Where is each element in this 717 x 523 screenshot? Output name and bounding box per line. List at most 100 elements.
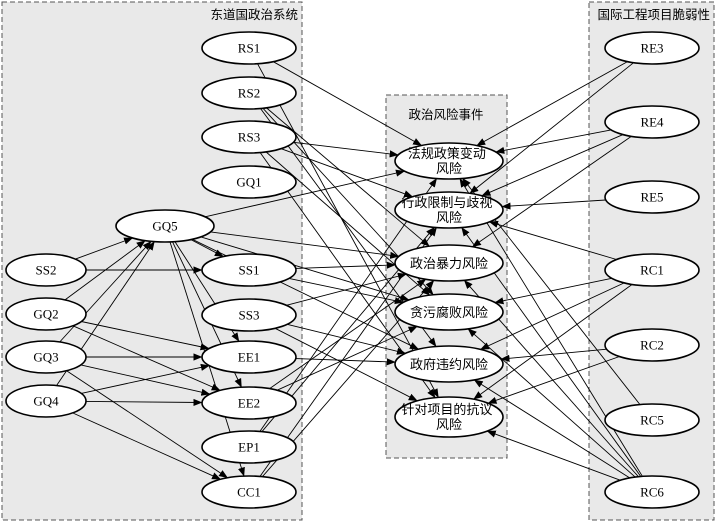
node-CC1: CC1 bbox=[201, 475, 297, 509]
edge-SS1-to-r4 bbox=[288, 277, 404, 305]
node-RS3: RS3 bbox=[201, 120, 297, 154]
edge-RC6-to-r4 bbox=[467, 328, 636, 478]
node-RC2: RC2 bbox=[604, 328, 700, 362]
node-RC5-label: RC5 bbox=[640, 413, 664, 428]
edge-RE3-to-r2 bbox=[469, 62, 634, 194]
node-RC6-label: RC6 bbox=[640, 485, 664, 500]
node-EE2: EE2 bbox=[201, 386, 297, 420]
node-SS3: SS3 bbox=[201, 298, 297, 332]
risk-node-government-default: 政府违约风险 bbox=[394, 345, 504, 383]
edge-RS1-to-r6 bbox=[257, 63, 439, 398]
risk-project-protest-line2: 风险 bbox=[436, 418, 462, 433]
node-RE3: RE3 bbox=[604, 31, 700, 65]
node-RS2: RS2 bbox=[201, 76, 297, 110]
node-GQ5: GQ5 bbox=[115, 209, 215, 243]
edge-RE4-to-r3 bbox=[472, 136, 632, 248]
edge-GQ4-to-CC1 bbox=[72, 412, 222, 480]
risk-node-project-protest: 针对项目的抗议 风险 bbox=[394, 396, 504, 438]
node-RC2-label: RC2 bbox=[640, 338, 664, 353]
node-RC1-label: RC1 bbox=[640, 263, 664, 278]
edge-GQ5-to-SS1 bbox=[190, 239, 224, 257]
edge-RC6-to-r6 bbox=[486, 430, 621, 481]
node-RE3-label: RE3 bbox=[640, 41, 663, 56]
edge-SS2-to-GQ5 bbox=[75, 237, 134, 260]
edge-GQ2-to-GQ5 bbox=[64, 240, 146, 301]
edge-RC6-to-r5 bbox=[473, 379, 630, 479]
node-RE4-label: RE4 bbox=[640, 115, 664, 130]
edge-RE4-to-r1 bbox=[495, 129, 612, 154]
host-political-system-title: 东道国政治系统 bbox=[210, 7, 298, 22]
edge-RC2-to-r5 bbox=[500, 348, 607, 362]
node-RC6: RC6 bbox=[604, 475, 700, 509]
node-EP1: EP1 bbox=[201, 430, 297, 464]
node-GQ5-label: GQ5 bbox=[152, 219, 177, 234]
node-EE1-label: EE1 bbox=[238, 350, 260, 365]
node-CC1-label: CC1 bbox=[237, 485, 261, 500]
node-GQ1: GQ1 bbox=[201, 165, 297, 199]
risk-regulation-change-line2: 风险 bbox=[436, 162, 462, 177]
node-RS2-label: RS2 bbox=[238, 86, 260, 101]
edge-GQ3-to-CC1 bbox=[66, 370, 228, 479]
node-RS3-label: RS3 bbox=[238, 130, 260, 145]
edge-RC2-to-r6 bbox=[487, 356, 620, 404]
node-EE1: EE1 bbox=[201, 340, 297, 374]
edge-RS3-to-r1 bbox=[293, 141, 399, 158]
node-SS2-label: SS2 bbox=[36, 263, 57, 278]
risk-node-administrative-restriction: 行政限制与歧视 风险 bbox=[394, 191, 504, 229]
risk-political-violence-label: 政治暴力风险 bbox=[410, 257, 488, 272]
edge-GQ2-to-EE1 bbox=[81, 321, 210, 351]
risk-administrative-restriction-line1: 行政限制与歧视 bbox=[401, 196, 492, 211]
edge-SS3-to-r6 bbox=[274, 327, 418, 402]
edge-RC1-to-r4 bbox=[494, 277, 612, 305]
edge-SS1-to-r3 bbox=[295, 261, 396, 269]
edge-RC1-to-r6 bbox=[473, 284, 633, 400]
svg-text:政府违约风险: 政府违约风险 bbox=[410, 358, 488, 373]
node-GQ1-label: GQ1 bbox=[236, 175, 261, 190]
svg-text:政治暴力风险: 政治暴力风险 bbox=[410, 257, 488, 272]
edge-RC1-to-r2 bbox=[488, 220, 617, 260]
edge-RC1-to-r5 bbox=[480, 282, 625, 350]
edge-SS3-to-r3 bbox=[286, 272, 407, 306]
node-RS1: RS1 bbox=[201, 31, 297, 65]
svg-text:针对项目的抗议 风险: 针对项目的抗议 风险 bbox=[401, 402, 496, 433]
node-SS2: SS2 bbox=[5, 253, 87, 287]
risk-node-political-violence: 政治暴力风险 bbox=[394, 244, 504, 282]
node-RE5: RE5 bbox=[604, 180, 700, 214]
edge-RE4-to-r2 bbox=[481, 134, 624, 197]
node-EP1-label: EP1 bbox=[238, 440, 260, 455]
edge-GQ5-to-r3 bbox=[210, 231, 400, 259]
node-GQ4-label: GQ4 bbox=[33, 394, 59, 409]
node-GQ3: GQ3 bbox=[5, 340, 87, 374]
edge-RS3-to-r2 bbox=[280, 148, 414, 198]
edge-GQ4-to-EE2 bbox=[85, 398, 203, 407]
edge-GQ4-to-EE1 bbox=[81, 363, 210, 394]
svg-text:贪污腐败风险: 贪污腐败风险 bbox=[410, 306, 488, 321]
edge-RS1-to-r1 bbox=[273, 61, 422, 146]
edge-RE5-to-r2 bbox=[501, 199, 606, 210]
edge-RE3-to-r1 bbox=[476, 61, 628, 146]
edge-EE2-to-r4 bbox=[277, 326, 418, 391]
node-SS3-label: SS3 bbox=[239, 308, 260, 323]
node-RS1-label: RS1 bbox=[238, 41, 260, 56]
edge-SS3-to-r5 bbox=[286, 323, 406, 355]
node-EE2-label: EE2 bbox=[238, 396, 260, 411]
edge-GQ5-to-r1 bbox=[204, 169, 405, 218]
edge-EE2-to-r3 bbox=[269, 278, 427, 389]
political-risk-events-title: 政治风险事件 bbox=[408, 107, 483, 122]
risk-corruption-label: 贪污腐败风险 bbox=[410, 306, 488, 321]
node-GQ4: GQ4 bbox=[5, 384, 87, 418]
risk-project-protest-line1: 针对项目的抗议 bbox=[401, 402, 492, 418]
node-SS1: SS1 bbox=[201, 253, 297, 287]
node-RC1: RC1 bbox=[604, 253, 700, 287]
svg-text:行政限制与歧视 风险: 行政限制与歧视 风险 bbox=[401, 196, 496, 226]
node-RE4: RE4 bbox=[604, 105, 700, 139]
svg-text:法规政策变动 风险: 法规政策变动 风险 bbox=[408, 146, 490, 177]
risk-node-corruption: 贪污腐败风险 bbox=[394, 293, 504, 331]
risk-regulation-change-line1: 法规政策变动 bbox=[408, 146, 486, 162]
node-RE5-label: RE5 bbox=[640, 190, 663, 205]
node-RC5: RC5 bbox=[604, 403, 700, 437]
node-SS1-label: SS1 bbox=[239, 263, 260, 278]
node-GQ2: GQ2 bbox=[5, 297, 87, 331]
risk-node-regulation-change: 法规政策变动 风险 bbox=[394, 142, 504, 180]
